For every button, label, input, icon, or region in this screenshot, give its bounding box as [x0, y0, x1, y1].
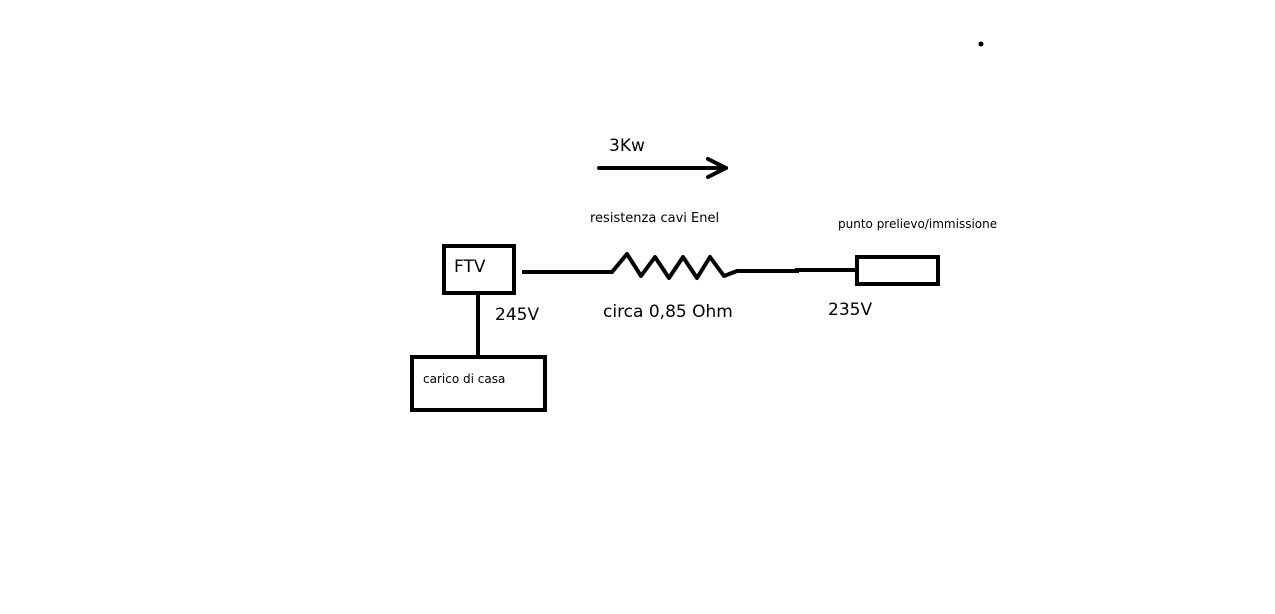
resistance-label: resistenza cavi Enel	[590, 211, 720, 226]
grid-point-box	[855, 255, 940, 286]
grid-voltage-label: 235V	[828, 300, 873, 320]
home-load-box	[410, 355, 547, 412]
ftv-label: FTV	[454, 257, 486, 277]
home-load-label: carico di casa	[423, 372, 506, 386]
power-flow-label: 3Kw	[609, 136, 645, 156]
power-flow-arrow	[597, 157, 728, 179]
wire-resistor-to-grid	[737, 268, 857, 273]
resistor-symbol	[610, 252, 739, 280]
stray-dot	[978, 41, 984, 47]
grid-point-label: punto prelievo/immissione	[838, 217, 998, 231]
resistance-value-label: circa 0,85 Ohm	[603, 302, 733, 322]
ftv-voltage-label: 245V	[495, 305, 540, 325]
